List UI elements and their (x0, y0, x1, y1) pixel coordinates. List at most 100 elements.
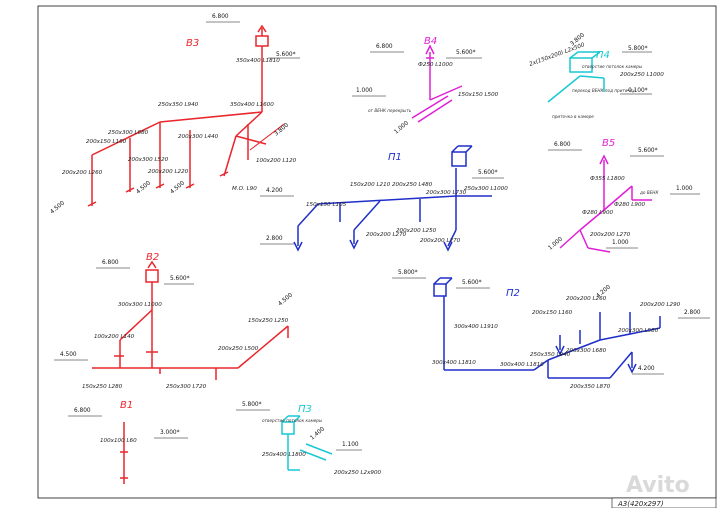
system-p1 (293, 145, 492, 252)
svg-text:200х250 L480: 200х250 L480 (392, 182, 433, 188)
format-box (611, 497, 717, 508)
duct (579, 229, 589, 249)
svg-text:1.000: 1.000 (612, 240, 629, 246)
svg-text:5.600*: 5.600* (276, 52, 296, 58)
svg-text:1.400: 1.400 (309, 426, 326, 441)
svg-text:5.600*: 5.600* (638, 148, 658, 154)
svg-text:отверстие потолок камеры: отверстие потолок камеры (582, 64, 643, 69)
svg-text:250х300 L720: 250х300 L720 (166, 384, 207, 390)
v5-labels: 6.800 5.600* 1.000 1.000 1.000 Ф355 L180… (547, 142, 700, 252)
svg-text:М.О. L90: М.О. L90 (232, 186, 257, 192)
duct (579, 75, 605, 79)
svg-text:переход ВЕНК под приточку: переход ВЕНК под приточку (572, 88, 635, 93)
system-label-v3: В3 (186, 38, 199, 49)
svg-text:2.800: 2.800 (266, 236, 283, 242)
svg-text:6.800: 6.800 (376, 44, 393, 50)
duct (235, 111, 263, 137)
svg-text:100х100 L60: 100х100 L60 (100, 438, 137, 444)
exhaust-arrowhead (599, 154, 609, 165)
svg-text:150х150 L105: 150х150 L105 (306, 202, 347, 208)
svg-text:от ВЕНК перекрыть: от ВЕНК перекрыть (368, 108, 412, 113)
svg-text:6.800: 6.800 (102, 260, 119, 266)
duct (305, 443, 333, 455)
svg-text:5.800*: 5.800* (398, 270, 418, 276)
svg-text:200х150 L160: 200х150 L160 (532, 310, 573, 316)
duct (547, 339, 601, 361)
svg-text:1.100: 1.100 (342, 442, 359, 448)
svg-text:6.800: 6.800 (554, 142, 571, 148)
svg-text:300х400 L1810: 300х400 L1810 (432, 360, 476, 366)
svg-text:200х150 L160: 200х150 L160 (86, 139, 127, 145)
svg-text:200х300 L730: 200х300 L730 (426, 190, 467, 196)
svg-text:4.500: 4.500 (277, 292, 294, 307)
diagonal-riser (249, 123, 285, 151)
system-p4 (547, 51, 605, 103)
svg-text:150х200 L210: 150х200 L210 (350, 182, 391, 188)
svg-text:200х300 L680: 200х300 L680 (566, 348, 607, 354)
exhaust-arrowhead (147, 260, 157, 269)
duct (533, 359, 549, 371)
svg-text:5.600*: 5.600* (462, 280, 482, 286)
duct (579, 209, 605, 231)
svg-text:200х200 L250: 200х200 L250 (396, 228, 437, 234)
svg-text:300х400 L1910: 300х400 L1910 (454, 324, 498, 330)
system-p2 (433, 277, 661, 379)
svg-text:5.600*: 5.600* (478, 170, 498, 176)
svg-text:250х400 L1800: 250х400 L1800 (262, 452, 306, 458)
duct (299, 449, 327, 461)
svg-text:350х400 L1810: 350х400 L1810 (236, 58, 280, 64)
system-label-v1: В1 (120, 400, 133, 411)
svg-text:100х200 L120: 100х200 L120 (256, 158, 297, 164)
svg-text:250х300 L680: 250х300 L680 (108, 130, 149, 136)
svg-text:6.800: 6.800 (74, 408, 91, 414)
svg-text:200х250 L2х900: 200х250 L2х900 (334, 470, 382, 476)
fan-unit (145, 269, 159, 283)
grille (219, 171, 229, 177)
svg-text:200х200 L270: 200х200 L270 (420, 238, 461, 244)
svg-text:6.800: 6.800 (212, 14, 229, 20)
svg-text:200х350 L870: 200х350 L870 (570, 384, 611, 390)
svg-text:250х350 L940: 250х350 L940 (158, 102, 199, 108)
svg-text:200х200 L290: 200х200 L290 (640, 302, 681, 308)
svg-text:200х200 L220: 200х200 L220 (148, 169, 189, 175)
svg-text:200х200 L260: 200х200 L260 (566, 296, 607, 302)
system-label-p3: П3 (298, 404, 312, 415)
duct (559, 229, 581, 249)
system-v4 (411, 44, 463, 123)
svg-text:4.500: 4.500 (169, 180, 186, 195)
system-v3 (87, 24, 285, 207)
grille (155, 183, 165, 189)
air-handler (569, 57, 593, 73)
system-label-p2: П2 (506, 288, 520, 299)
svg-text:4.500: 4.500 (60, 352, 77, 358)
svg-text:250х300 L1000: 250х300 L1000 (464, 186, 508, 192)
grille (185, 183, 195, 189)
system-v1 (120, 422, 128, 484)
svg-text:4.500: 4.500 (135, 180, 152, 195)
system-label-v5: В5 (602, 138, 615, 149)
svg-text:1.000: 1.000 (393, 120, 410, 135)
v4-labels: 6.800 5.600* 1.000 1.000 Ф250 L1000 150х… (352, 44, 499, 136)
duct (91, 121, 161, 156)
svg-text:приточка в камере: приточка в камере (552, 114, 594, 119)
svg-text:-0.100*: -0.100* (626, 88, 648, 94)
air-handler (281, 421, 295, 435)
svg-text:250х350 L940: 250х350 L940 (530, 352, 571, 358)
exhaust-arrowhead (257, 24, 267, 33)
svg-text:200х200 L260: 200х200 L260 (62, 170, 103, 176)
svg-text:5.800*: 5.800* (242, 402, 262, 408)
svg-text:Ф280 L900: Ф280 L900 (582, 210, 614, 216)
svg-text:3.800: 3.800 (273, 122, 290, 137)
air-handler (451, 151, 467, 167)
duct (223, 135, 237, 177)
duct (447, 229, 457, 247)
system-label-v4: В4 (424, 36, 437, 47)
svg-text:200х200 L270: 200х200 L270 (366, 232, 407, 238)
duct (159, 111, 263, 123)
svg-text:5.600*: 5.600* (170, 276, 190, 282)
svg-text:5.600*: 5.600* (456, 50, 476, 56)
system-label-p1: П1 (388, 152, 402, 163)
duct (237, 325, 289, 369)
duct (411, 95, 449, 119)
